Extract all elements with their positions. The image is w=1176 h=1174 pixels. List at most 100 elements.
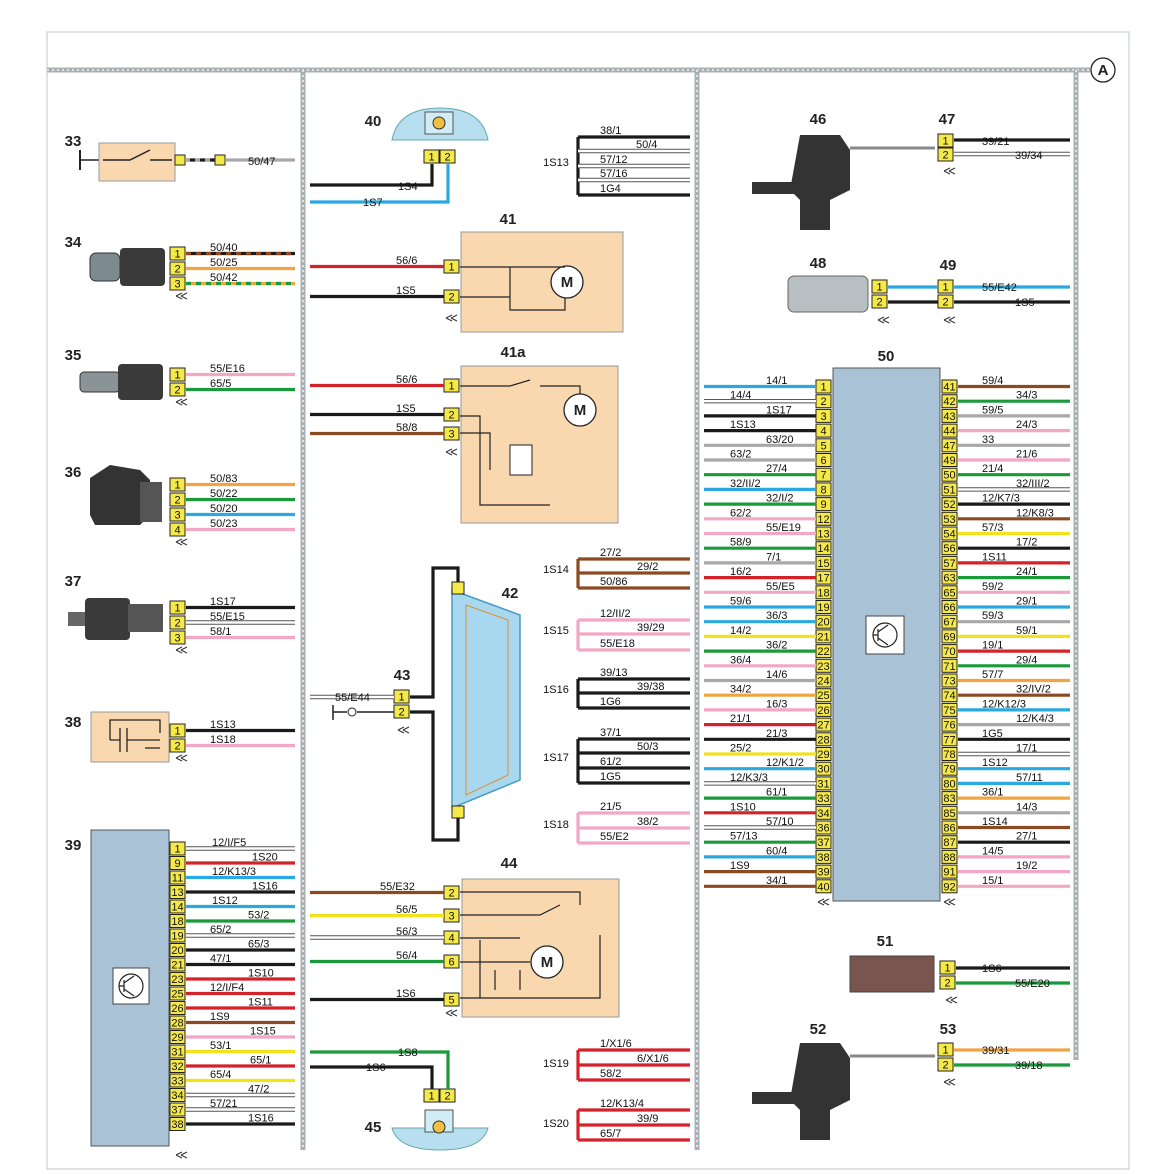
wire-label: 59/1 (1016, 625, 1037, 637)
pin-number: 3 (820, 411, 826, 423)
pin-number: 56 (943, 543, 955, 555)
component-41a-number: 41a (500, 344, 526, 361)
pin-number: 91 (943, 867, 955, 879)
wire-label: 38/2 (637, 816, 658, 828)
component-48-number: 48 (810, 255, 827, 272)
wire-label: 19/1 (982, 640, 1003, 652)
pin-number: 8 (820, 484, 826, 496)
component-52-number: 52 (810, 1021, 827, 1038)
wire-label: 39/34 (1015, 150, 1043, 162)
plug-arrow (175, 646, 188, 654)
wire-label: 12/K4/3 (1016, 713, 1054, 725)
pin-number: 2 (444, 1091, 450, 1103)
pin-number: 1 (428, 1091, 434, 1103)
wire-label: 29/4 (1016, 654, 1037, 666)
pin-number: 70 (943, 646, 955, 658)
wire-label: 1S17 (210, 596, 236, 608)
wire-label: 21/4 (982, 463, 1003, 475)
pin-number: 1 (944, 963, 950, 975)
pin-box (169, 972, 186, 986)
pin-number: 27 (817, 720, 829, 732)
pin-number: 37 (171, 1105, 183, 1117)
wire-label: 58/9 (730, 537, 751, 549)
wire-label: 55/E16 (210, 363, 245, 375)
pin-box (941, 526, 958, 541)
sensor-52-body (790, 1043, 850, 1140)
wire-label: 15/1 (982, 875, 1003, 887)
connector-plug-icon (397, 726, 410, 734)
wire-label: 63/20 (766, 434, 794, 446)
pin-number: 1 (876, 282, 882, 294)
pin-box (941, 644, 958, 659)
plug-arrow (943, 316, 956, 324)
pin-box (941, 394, 958, 409)
pin-number: 39 (817, 867, 829, 879)
wire-label: 14/5 (982, 845, 1003, 857)
switch-33-contact (103, 149, 172, 161)
pin-number: 21 (817, 631, 829, 643)
wire-label: 21/1 (730, 713, 751, 725)
pin-number: 3 (174, 279, 180, 291)
pin-number: 2 (398, 707, 404, 719)
wire-label: 14/6 (766, 669, 787, 681)
pin-box (169, 1102, 186, 1117)
pin-number: 57 (943, 558, 955, 570)
wire-label: 53/2 (248, 910, 269, 922)
connector-plug-icon (943, 316, 956, 324)
pin-box (871, 294, 888, 309)
pin-number: 2 (944, 978, 950, 990)
pin-number: 52 (943, 499, 955, 511)
pin-number: 38 (817, 852, 829, 864)
pin-number: 19 (171, 931, 183, 943)
pin-number: 63 (943, 573, 955, 585)
wire-label: 65/2 (210, 924, 231, 936)
wire-label: 1S14 (982, 816, 1008, 828)
switch-33-pin (174, 154, 186, 166)
component-48-body (787, 275, 869, 313)
pin-number: 13 (171, 887, 183, 899)
pin-box (937, 1057, 954, 1072)
pin-box (169, 1015, 186, 1030)
pin-number: 24 (817, 676, 829, 688)
wire-label: 38/1 (600, 125, 621, 137)
plug-arrow (945, 996, 958, 1004)
pin-box (941, 791, 958, 806)
pin-number: 73 (943, 676, 955, 688)
pin-box (169, 522, 186, 537)
wire-label: 57/13 (730, 831, 758, 843)
wire-label: 36/3 (766, 610, 787, 622)
connector-plug-icon (175, 754, 188, 762)
wire-label: 1/X1/6 (600, 1038, 632, 1050)
wire-label: 1S5 (396, 403, 416, 415)
wire-label: 1S11 (982, 551, 1007, 563)
pin-box (169, 1059, 186, 1073)
pin-box (941, 467, 958, 482)
pin-box (941, 835, 958, 850)
pin-box (169, 615, 186, 630)
wire-label: 14/1 (766, 375, 787, 387)
pin-number: 29 (171, 1032, 183, 1044)
sensor-36-connector (140, 482, 162, 522)
pin-number: 53 (943, 514, 955, 526)
wire-label: 36/1 (982, 787, 1003, 799)
pin-box (169, 507, 186, 522)
connector-plug-icon (175, 538, 188, 546)
pin-number: 2 (444, 152, 450, 164)
wire-label: 59/4 (982, 375, 1003, 387)
sensor-37-body (85, 598, 130, 640)
component-35-number: 35 (65, 347, 82, 364)
pin-box (941, 423, 958, 438)
wire-label: 1S5 (1015, 297, 1035, 309)
wire-label: 1S4 (398, 181, 418, 193)
wire-label: 50/20 (210, 503, 238, 515)
wire-label: 39/31 (982, 1045, 1010, 1057)
pin-box (169, 738, 186, 753)
pin-box (941, 614, 958, 629)
pin-box (941, 776, 958, 791)
pin-number: 2 (174, 618, 180, 630)
wire-label: 17/1 (1016, 743, 1037, 755)
pin-number: 25 (817, 690, 829, 702)
lamp-42-body (451, 588, 521, 810)
pin-box (423, 149, 440, 164)
